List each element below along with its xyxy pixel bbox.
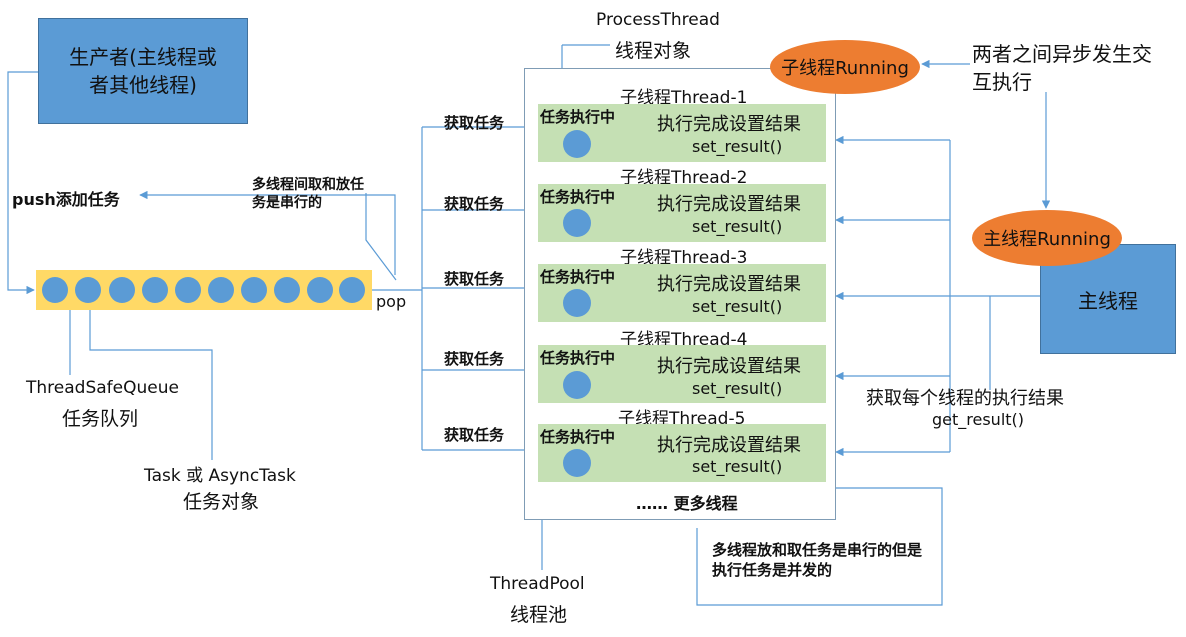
serial-note: 多线程间取和放任务是串行的 [252, 177, 364, 211]
more-threads-label: …… 更多线程 [636, 494, 738, 513]
get-task-label: 获取任务 [444, 350, 505, 368]
thread-title: 子线程Thread-3 [620, 248, 748, 268]
running-task-ball [563, 289, 591, 317]
thread-method: set_result() [692, 297, 783, 316]
concurrency-note: 多线程放和取任务是串行的但是执行任务是并发的 [712, 541, 923, 579]
get-result-label: 获取每个线程的执行结果 [866, 388, 1064, 409]
main-running-ellipse: 主线程Running [972, 210, 1122, 266]
producer-label: 生产者(主线程或者其他线程) [69, 45, 217, 97]
get-result-method: get_result() [932, 410, 1025, 429]
running-task-ball [563, 371, 591, 399]
task-object-subtitle: 任务对象 [183, 491, 260, 513]
threadpool-name: ThreadPool [490, 574, 585, 594]
queue-item-ball [274, 277, 300, 303]
thread-done-label: 执行完成设置结果 [657, 114, 801, 135]
thread-running-label: 任务执行中 [540, 428, 616, 446]
thread-done-label: 执行完成设置结果 [657, 435, 801, 456]
running-task-ball [563, 209, 591, 237]
child-running-ellipse: 子线程Running [770, 40, 920, 94]
queue-item-ball [307, 277, 333, 303]
main-running-label: 主线程Running [983, 229, 1111, 250]
task-object-name: Task 或 AsyncTask [144, 466, 296, 486]
get-task-label: 获取任务 [444, 426, 505, 444]
threadpool-subtitle: 线程池 [510, 604, 568, 626]
thread-method: set_result() [692, 217, 783, 236]
push-arrow [139, 190, 396, 275]
thread-method: set_result() [692, 379, 783, 398]
pop-label: pop [376, 292, 407, 311]
running-task-ball [563, 130, 591, 158]
queue-item-ball [175, 277, 201, 303]
queue-item-ball [75, 277, 101, 303]
queue-items [42, 277, 365, 303]
queue-item-ball [339, 277, 365, 303]
thread-running-label: 任务执行中 [540, 108, 616, 126]
producer-to-queue-arrow [7, 71, 38, 295]
queue-item-ball [241, 277, 267, 303]
thread-method: set_result() [692, 457, 783, 476]
process-thread-subtitle: 线程对象 [615, 40, 692, 62]
queue-name: ThreadSafeQueue [26, 378, 179, 398]
thread-done-label: 执行完成设置结果 [657, 194, 801, 215]
queue-subtitle: 任务队列 [62, 408, 139, 430]
get-task-label: 获取任务 [444, 114, 505, 132]
thread-done-label: 执行完成设置结果 [657, 274, 801, 295]
thread-running-label: 任务执行中 [540, 349, 616, 367]
thread-running-label: 任务执行中 [540, 188, 616, 206]
thread-title: 子线程Thread-2 [620, 168, 748, 188]
queue-item-ball [42, 277, 68, 303]
producer-box: 生产者(主线程或者其他线程) [38, 18, 248, 124]
child-running-label: 子线程Running [781, 58, 909, 79]
task-queue [36, 270, 372, 310]
thread-method: set_result() [692, 137, 783, 156]
thread-title: 子线程Thread-1 [620, 88, 748, 108]
async-note: 两者之间异步发生交互执行 [972, 42, 1152, 94]
push-label: push添加任务 [12, 190, 120, 209]
thread-running-label: 任务执行中 [540, 268, 616, 286]
thread-done-label: 执行完成设置结果 [657, 356, 801, 377]
main-thread-label: 主线程 [1078, 288, 1138, 313]
task-leader [89, 310, 213, 460]
running-task-ball [563, 449, 591, 477]
get-task-label: 获取任务 [444, 195, 505, 213]
queue-item-ball [142, 277, 168, 303]
queue-item-ball [109, 277, 135, 303]
serial-note-line [365, 193, 397, 281]
process-thread-name: ProcessThread [596, 10, 720, 30]
queue-item-ball [208, 277, 234, 303]
get-task-label: 获取任务 [444, 270, 505, 288]
